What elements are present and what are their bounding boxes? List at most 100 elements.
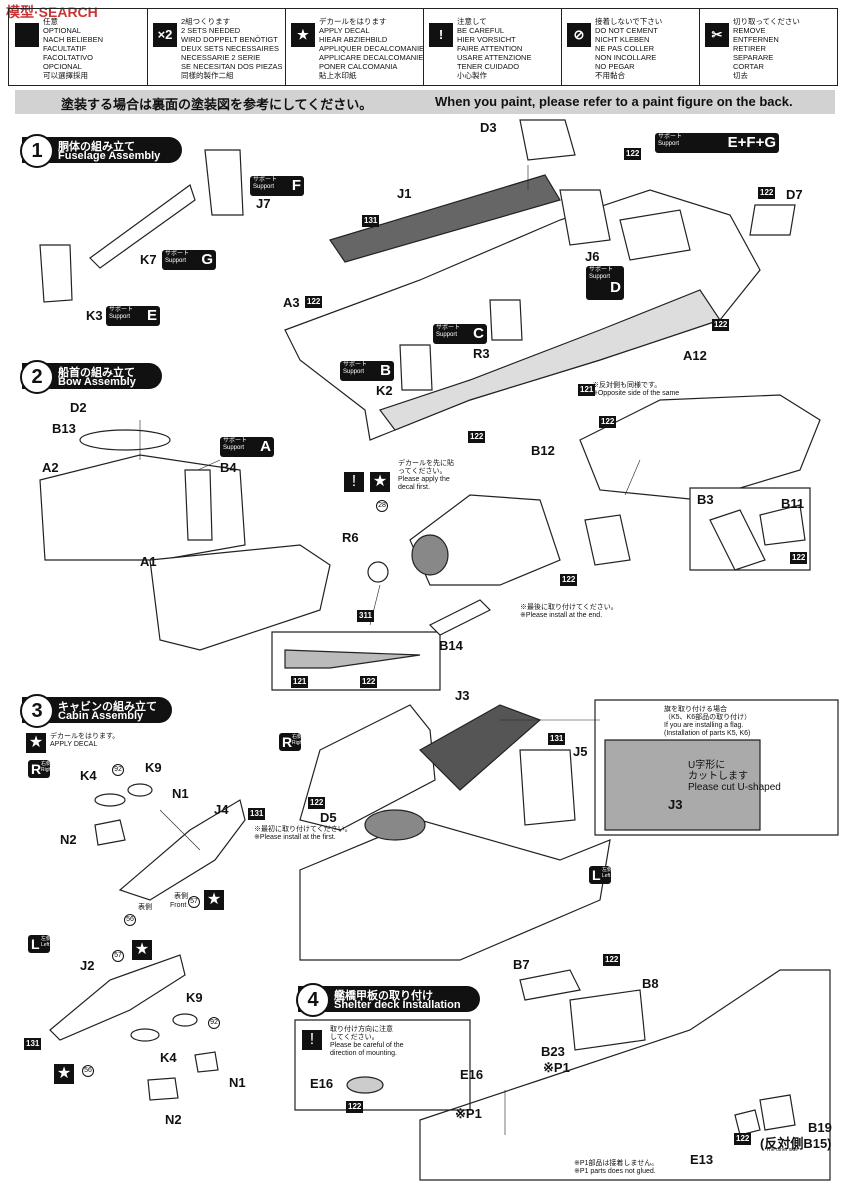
step-4-en: Shelter deck Installation [334,999,461,1011]
paint-122-f: 122 [599,416,617,428]
note-flag: 旗を取り付ける場合 （K5、K6部品の取り付け） If you are inst… [664,706,752,737]
step-2-number: 2 [20,360,54,394]
decal-star-icon: ★ [26,733,46,753]
part-J2-shape [49,954,186,1041]
decal-star-icon: ★ [54,1064,74,1084]
part-B12-hull [579,394,821,501]
part-E13-shape [734,1109,761,1136]
part-label-K9b: K9 [186,990,203,1005]
part-label-D5: D5 [320,810,337,825]
part-K9-shape [127,783,153,797]
paint-122-g: 122 [790,552,808,564]
frame-2 [619,209,691,261]
part-B7-shape [519,969,581,1001]
symbol-legend: 任意 OPTIONAL NACH BELIEBEN FACULTATIF FAC… [8,8,838,86]
step-1-jp: 胴体の組み立て [58,141,135,153]
paint-121-b: 121 [291,676,309,688]
decal-56: 56 [124,914,136,926]
paint-131-b: 131 [548,733,566,745]
front-label-en: Front [170,902,187,909]
legend-symbol-icon: ✂ [705,23,729,47]
part-label-R6: R6 [342,530,359,545]
flag-J3-panel [604,739,761,831]
step-3-number: 3 [20,694,54,728]
part-A1-shape [149,544,331,651]
part-label-D7: D7 [786,187,803,202]
part-K3-shape [39,244,73,303]
part-label-J4: J4 [214,802,229,817]
part-label-K4: K4 [80,768,97,783]
legend-cell: ⊘接着しないで下さい DO NOT CEMENT NICHT KLEBEN NE… [561,9,700,85]
part-B8-shape [569,989,646,1051]
bow-hull [409,494,561,586]
part-label-K2: K2 [376,383,393,398]
decal-star-icon: ★ [132,940,152,960]
paint-131-d: 131 [24,1038,42,1050]
part-label-N1: N1 [172,786,189,801]
frame-K2 [399,344,433,391]
banner-en: When you paint, please refer to a paint … [435,94,793,109]
part-label-A12: A12 [683,348,707,363]
part-J7-shape [204,149,244,216]
banner-jp: 塗装する場合は裏面の塗装図を参考にしてください。 [61,97,373,112]
paint-122-a: 122 [305,296,323,308]
legend-symbol-icon: ⊘ [567,23,591,47]
part-K7-shape [89,184,196,269]
part-D7-shape [749,204,796,236]
legend-cell: 任意 OPTIONAL NACH BELIEBEN FACULTATIF FAC… [9,9,148,85]
step-3-jp: キャビンの組み立て [58,701,157,713]
cabin-right-wall [299,704,436,831]
part-J5-shape [519,749,576,826]
step-2-header: 2 船首の組み立て Bow Assembly [20,360,162,394]
step-1-header: 1 胴体の組み立て Fuselage Assembly [20,134,182,168]
part-label-B13: B13 [52,421,76,436]
part-label-N2b: N2 [165,1112,182,1127]
part-label-B14: B14 [439,638,463,653]
part-K4-shape [94,793,126,807]
step-2-en: Bow Assembly [58,376,136,388]
part-label-A3: A3 [283,295,300,310]
decal-56b: 56 [82,1065,94,1077]
part-label-K4b: K4 [160,1050,177,1065]
bow-window [411,534,449,576]
part-label-E13: E13 [690,1152,714,1167]
note-decal-first: デカールを先に貼 ってください。 Please apply the decal … [398,460,454,491]
part-B19-shape [759,1094,796,1131]
part-label-J3: J3 [455,688,470,703]
step-4-number: 4 [296,983,330,1017]
front-label-jp-2: 表側 [138,904,152,911]
step-4-header: 4 艦橋甲板の取り付け Shelter deck Installation [296,983,480,1017]
part-label-P1b: ※P1 [455,1106,482,1121]
part-label-B15: (反対側B15) [760,1136,832,1151]
note-cut-u: U字形に カットします Please cut U-shaped [688,760,781,793]
legend-cell: ✂切り取ってください REMOVE ENTFERNEN RETIRER SEPA… [699,9,835,85]
legend-cell: ★デカールをはります APPLY DECAL HIEAR ABZIEHBILD … [285,9,424,85]
leader-B12 [624,459,641,496]
part-N2-shape [94,819,126,846]
part-B11-shape [759,504,806,546]
paint-131-J1: 131 [362,215,380,227]
part-label-J3-flag: J3 [668,797,683,812]
legend-text: デカールをはります APPLY DECAL HIEAR ABZIEHBILD A… [319,17,425,80]
part-label-B8: B8 [642,976,659,991]
legend-symbol-icon [15,23,39,47]
part-E16-shape [346,1076,384,1094]
note-other-side: The other side [766,1147,798,1153]
decal-92: 92 [112,764,124,776]
part-label-J1: J1 [397,186,412,201]
step-1-en: Fuselage Assembly [58,150,161,162]
part-D5-shape [364,809,426,841]
decal-star-icon: ★ [204,890,224,910]
part-label-B19: B19 [808,1120,832,1135]
note-install-end: ※最後に取り付けてください。 ※Please install at the en… [520,604,618,619]
paint-131-c: 131 [248,808,266,820]
paint-122-j: 122 [308,797,326,809]
part-K9b-shape [172,1013,198,1027]
